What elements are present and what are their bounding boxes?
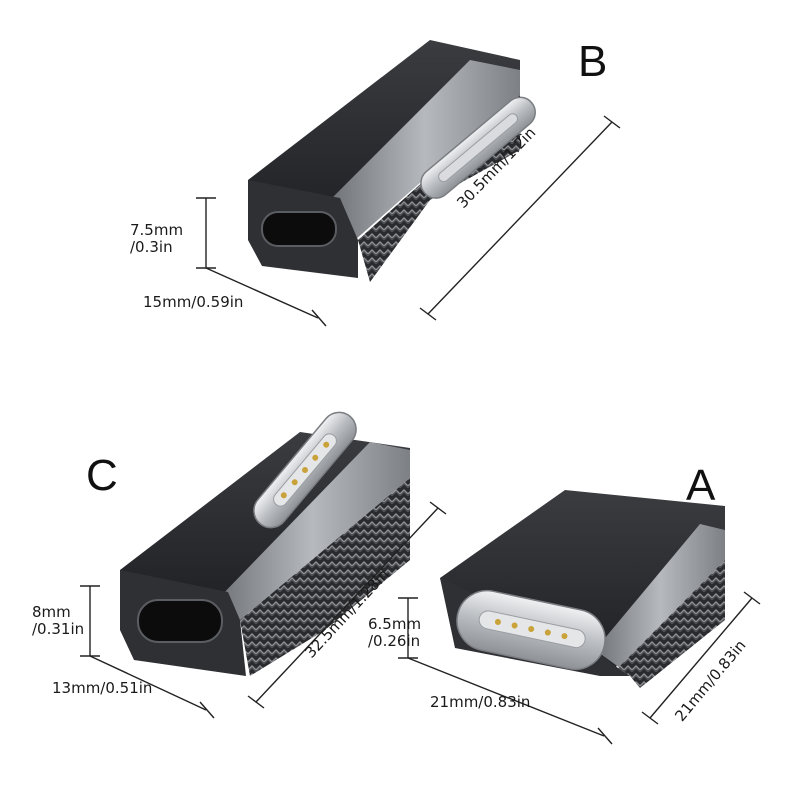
adapter-b-port bbox=[261, 211, 337, 247]
adapter-c-band bbox=[215, 442, 410, 620]
adapter-c-side bbox=[240, 478, 410, 676]
adapter-a-side bbox=[618, 560, 725, 688]
adapter-c-pin bbox=[323, 441, 330, 448]
adapter-c bbox=[120, 411, 410, 676]
adapter-a-pin bbox=[511, 622, 518, 629]
adapter-a-pin bbox=[544, 629, 551, 636]
adapter-b-band bbox=[330, 60, 520, 240]
adapter-a-plug bbox=[456, 589, 606, 671]
product-b-height-in: /0.3in bbox=[130, 237, 173, 256]
product-b-width-label: 15mm/0.59in bbox=[143, 293, 244, 311]
adapter-b-plug bbox=[420, 96, 536, 199]
adapter-c-plug bbox=[253, 411, 357, 529]
adapter-a bbox=[440, 490, 725, 688]
adapter-b bbox=[248, 40, 536, 282]
product-b-height-label: 7.5mm /0.3in bbox=[130, 222, 183, 255]
product-a-letter: A bbox=[686, 461, 716, 510]
adapter-c-port bbox=[137, 599, 223, 643]
adapter-a-pin bbox=[494, 618, 501, 625]
adapter-c-pin bbox=[302, 467, 308, 473]
product-c-height-label: 8mm /0.31in bbox=[32, 604, 84, 637]
product-b-letter: B bbox=[578, 37, 608, 86]
dimension-lines bbox=[80, 115, 761, 745]
product-c-height-in: /0.31in bbox=[32, 619, 85, 638]
adapter-a-pin bbox=[528, 626, 535, 633]
adapter-c-pin bbox=[291, 479, 298, 486]
product-a-height-in: /0.26in bbox=[368, 631, 421, 650]
product-a-height-mm: 6.5mm bbox=[368, 615, 422, 633]
product-c-height-mm: 8mm bbox=[32, 603, 71, 621]
product-c-letter: C bbox=[86, 451, 118, 500]
adapter-a-pin bbox=[561, 633, 568, 640]
adapter-c-pin bbox=[280, 492, 287, 499]
product-a-height-label: 6.5mm /0.26in bbox=[368, 616, 421, 649]
adapter-c-pin bbox=[312, 454, 319, 461]
product-b-height-mm: 7.5mm bbox=[130, 221, 184, 239]
adapter-a-band bbox=[595, 524, 725, 668]
product-a-width-label: 21mm/0.83in bbox=[430, 693, 531, 711]
product-c-width-label: 13mm/0.51in bbox=[52, 679, 153, 697]
